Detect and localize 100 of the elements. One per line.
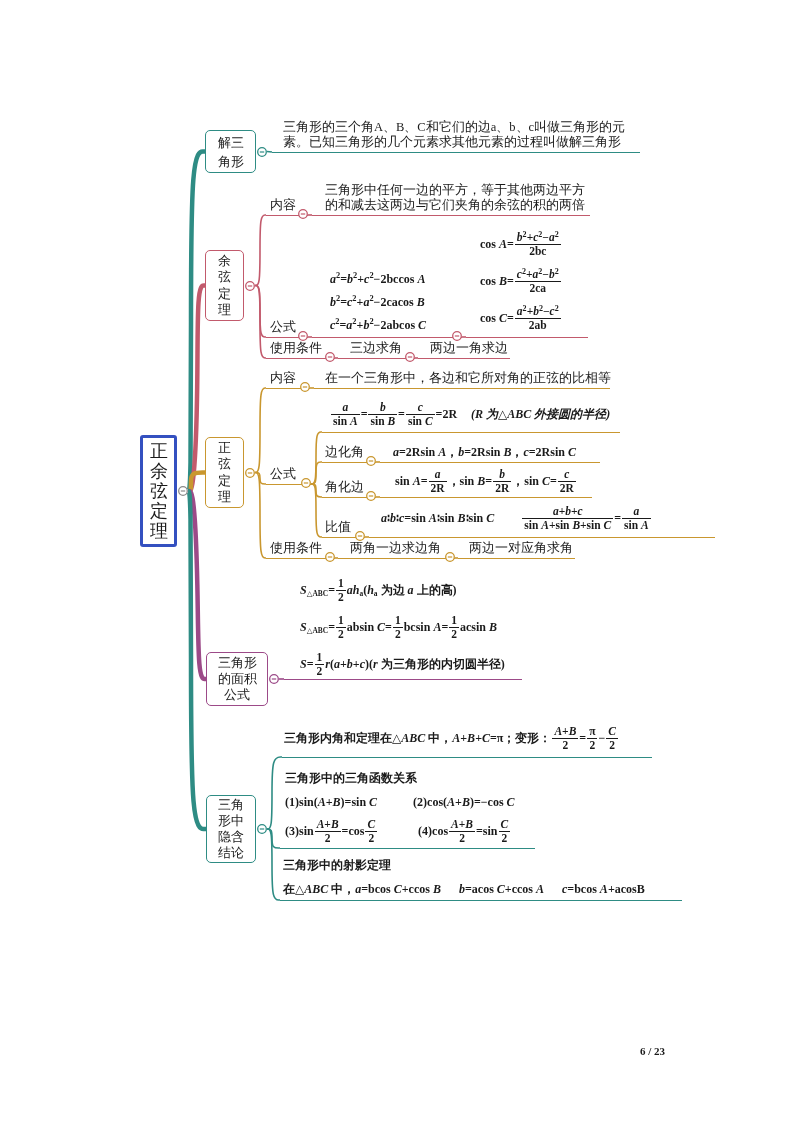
branch-line: [334, 557, 339, 559]
formula-text: (4)cos: [418, 823, 449, 840]
topic-text: 内容: [270, 197, 296, 213]
topic-node: [322, 479, 376, 498]
formula-text: =: [614, 510, 622, 527]
fraction-numerator: 1: [449, 613, 459, 628]
topic-node: [312, 270, 462, 338]
fraction-denominator: sin C: [406, 414, 434, 428]
topic-text: 比值: [325, 519, 351, 535]
topic-node: [266, 197, 308, 216]
topic-node: [314, 370, 610, 389]
formula-text: c$^{2}$=a$^{2}$+b$^{2}$−2abcos C: [330, 316, 427, 333]
topic-text: 公式: [270, 466, 296, 482]
fraction-denominator: 2: [393, 627, 402, 641]
topic-text: 在一个三角形中，各边和它所对角的正弦的比相等: [325, 370, 611, 386]
formula-text: acsin B: [460, 619, 497, 636]
formula-text: S=: [300, 656, 314, 673]
fraction-denominator: 2: [336, 590, 345, 604]
topic-text: 三边求角: [350, 340, 402, 356]
heading-text: 三角形中的射影定理: [283, 856, 391, 873]
branch-line: [454, 557, 459, 559]
formula-text: =sin: [476, 823, 498, 840]
fraction-denominator: 2: [500, 831, 509, 845]
topic-text: 正弦定理: [217, 439, 232, 506]
fraction-denominator: sin A: [623, 518, 650, 532]
formula-text: 三角形内角和定理在△ABC 中，A+B+C=π；变形：: [284, 730, 552, 747]
topic-text: 使用条件: [270, 340, 322, 356]
formula-text: ，sin C=: [512, 473, 557, 490]
formula-text: S$_{△ABC}$=: [300, 582, 335, 599]
branch-line: [375, 496, 381, 498]
page-number: 6 / 23: [640, 1045, 666, 1057]
branch-line: [254, 387, 267, 474]
topic-node: [266, 540, 335, 559]
branch-line: [461, 336, 467, 338]
fraction-numerator: 1: [392, 613, 403, 628]
topic-node: [282, 724, 652, 758]
fraction-denominator: 2: [588, 738, 597, 752]
formula-text: =cos: [341, 823, 365, 840]
branch-line: [334, 357, 339, 359]
formula-text: b$^{2}$=c$^{2}$+a$^{2}$−2cacos B: [330, 293, 425, 310]
topic-text: 解三角形: [217, 133, 244, 171]
topic-text: 三角形的三个角A、B、C和它们的边a、b、c叫做三角形的元素。已知三角形的几个元素求其他元素的过程叫做解三角形: [283, 119, 627, 150]
topic-text: 三角形的面积公式: [217, 655, 257, 703]
topic-text: 余弦定理: [217, 252, 232, 319]
topic-node: [458, 540, 575, 559]
fraction-denominator: 2ca: [528, 281, 548, 295]
topic-text: 正余弦定理: [149, 441, 168, 541]
topic-node: [338, 540, 455, 559]
fraction-denominator: 2: [561, 738, 570, 752]
topic-node: [322, 519, 365, 538]
formula-text: sin A=: [395, 473, 428, 490]
formula-text: ah$_{a}$(h$_{a}$ 为边 a 上的高): [346, 582, 457, 599]
topic-text: 两角一边求边角: [350, 540, 441, 556]
fraction-denominator: sin A: [332, 414, 359, 428]
branch-line: [375, 461, 381, 463]
fraction-numerator: C: [498, 817, 511, 832]
branch-line: [254, 284, 267, 359]
formula-text: cos A=: [480, 236, 514, 253]
fraction-numerator: a$^{2}$+b$^{2}$−c$^{2}$: [514, 304, 561, 319]
formula-text: =: [579, 730, 587, 747]
formula-text: r(a+b+c)(r 为三角形的内切圆半径): [325, 656, 505, 673]
topic-node: [266, 370, 310, 389]
fraction-numerator: A+B: [449, 817, 475, 832]
formula-text: =: [360, 406, 368, 423]
formula-text: =2R: [435, 406, 458, 423]
topic-text: 两边一对应角求角: [469, 540, 573, 556]
fraction-numerator: b: [368, 400, 398, 415]
fraction-numerator: a: [622, 504, 651, 519]
fraction-denominator: sin B: [369, 414, 397, 428]
formula-text: cos B=: [480, 273, 514, 290]
formula-text: S$_{△ABC}$=: [300, 619, 335, 636]
fraction-denominator: 2R: [494, 481, 511, 495]
fraction-denominator: 2: [315, 664, 324, 678]
fraction-numerator: 1: [335, 576, 346, 591]
formula-text: (1)sin(A+B)=sin C: [285, 793, 378, 810]
topic-node: [280, 769, 535, 849]
fraction-numerator: c$^{2}$+a$^{2}$−b$^{2}$: [514, 267, 561, 282]
fraction-numerator: c: [405, 400, 435, 415]
branch-line: [254, 471, 267, 559]
fraction-numerator: a: [331, 400, 360, 415]
topic-node: [418, 340, 510, 359]
topic-text: 边化角: [325, 444, 364, 460]
topic-node: [266, 340, 335, 359]
formula-text: (3)sin: [285, 823, 314, 840]
fraction-denominator: 2: [450, 627, 458, 641]
fraction-denominator: 2R: [429, 481, 446, 495]
topic-node: [280, 856, 682, 901]
fraction-numerator: 1: [335, 613, 346, 628]
branch-line: [364, 536, 370, 538]
formula-text: bcsin A=: [403, 619, 449, 636]
fraction-numerator: a: [428, 467, 447, 482]
fraction-numerator: 1: [314, 650, 325, 665]
branch-line: [307, 214, 313, 216]
formula-text: cos C=: [480, 310, 514, 327]
topic-node: [284, 576, 522, 680]
fraction-denominator: 2R: [558, 481, 575, 495]
fraction-numerator: A+B: [314, 817, 341, 832]
heading-text: 三角形中的三角函数关系: [285, 769, 417, 786]
fraction-denominator: 2: [608, 738, 616, 752]
topic-node: [322, 400, 620, 433]
